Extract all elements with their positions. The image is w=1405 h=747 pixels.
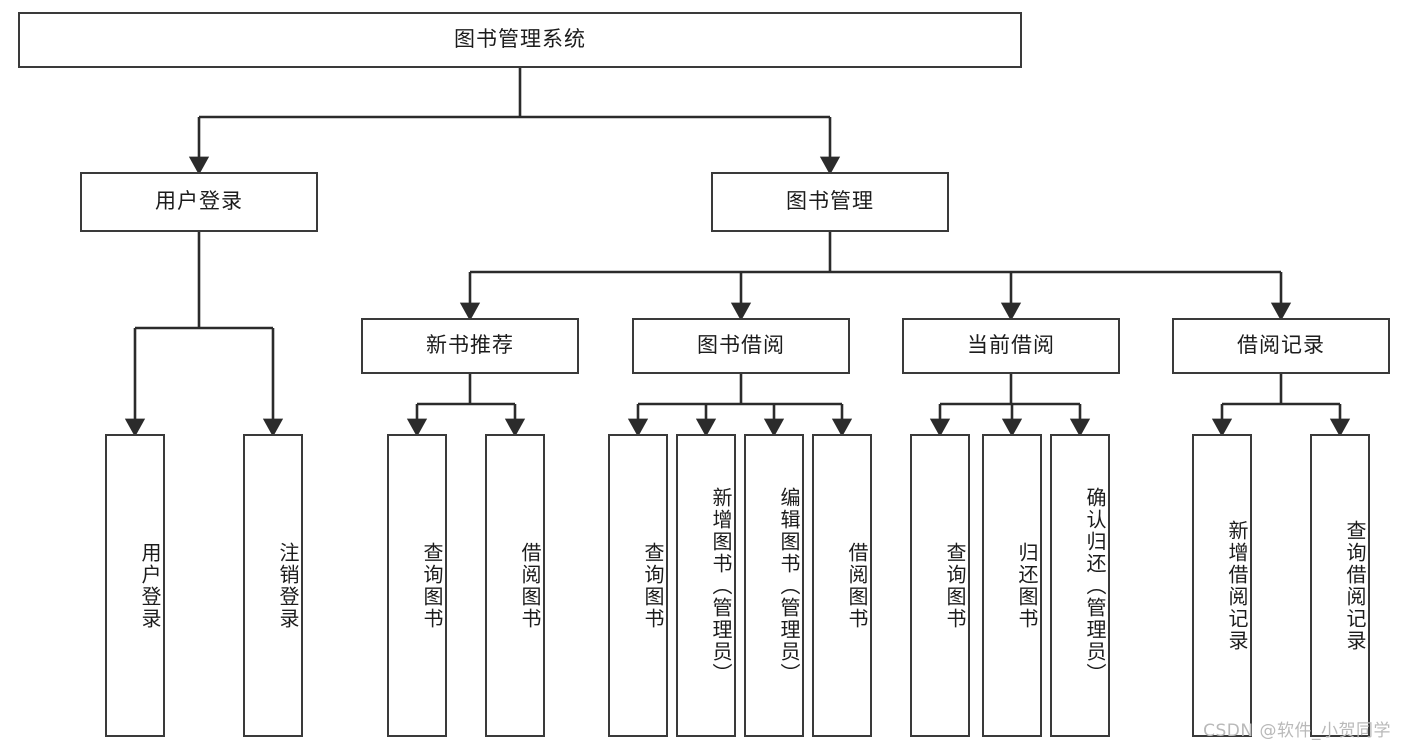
node-leaf-add-record[interactable]: 新增借阅记录 [1192,434,1252,737]
node-leaf-borrow-book-1[interactable]: 借阅图书 [485,434,545,737]
node-leaf-query-book-2[interactable]: 查询图书 [608,434,668,737]
node-leaf-user-login-label: 用户登录 [138,541,162,630]
node-leaf-add-book-label: 新增图书（管理员） [709,486,733,685]
node-leaf-query-book-1-label: 查询图书 [420,541,444,630]
node-leaf-add-record-label: 新增借阅记录 [1225,519,1249,652]
node-leaf-confirm-return-label: 确认归还（管理员） [1083,486,1107,685]
node-book-borrow[interactable]: 图书借阅 [632,318,850,374]
node-leaf-query-book-1[interactable]: 查询图书 [387,434,447,737]
node-book-manage[interactable]: 图书管理 [711,172,949,232]
node-current-borrow[interactable]: 当前借阅 [902,318,1120,374]
node-borrow-record-label: 借阅记录 [1237,333,1325,358]
node-new-book-recommend-label: 新书推荐 [426,333,514,358]
node-leaf-user-logout[interactable]: 注销登录 [243,434,303,737]
node-leaf-borrow-book-1-label: 借阅图书 [518,541,542,630]
node-leaf-user-logout-label: 注销登录 [276,541,300,630]
node-leaf-confirm-return[interactable]: 确认归还（管理员） [1050,434,1110,737]
node-user-login[interactable]: 用户登录 [80,172,318,232]
node-leaf-return-book-label: 归还图书 [1015,541,1039,630]
node-leaf-query-record-label: 查询借阅记录 [1343,519,1367,652]
node-root-label: 图书管理系统 [454,27,586,52]
node-leaf-query-book-3-label: 查询图书 [943,541,967,630]
node-leaf-query-record[interactable]: 查询借阅记录 [1310,434,1370,737]
node-leaf-borrow-book-2-label: 借阅图书 [845,541,869,630]
node-root[interactable]: 图书管理系统 [18,12,1022,68]
node-leaf-return-book[interactable]: 归还图书 [982,434,1042,737]
node-leaf-user-login[interactable]: 用户登录 [105,434,165,737]
node-leaf-edit-book-label: 编辑图书（管理员） [777,486,801,685]
node-book-manage-label: 图书管理 [786,189,874,214]
node-leaf-query-book-3[interactable]: 查询图书 [910,434,970,737]
node-current-borrow-label: 当前借阅 [967,333,1055,358]
node-leaf-borrow-book-2[interactable]: 借阅图书 [812,434,872,737]
node-new-book-recommend[interactable]: 新书推荐 [361,318,579,374]
node-borrow-record[interactable]: 借阅记录 [1172,318,1390,374]
node-leaf-edit-book[interactable]: 编辑图书（管理员） [744,434,804,737]
node-user-login-label: 用户登录 [155,189,243,214]
node-leaf-add-book[interactable]: 新增图书（管理员） [676,434,736,737]
node-book-borrow-label: 图书借阅 [697,333,785,358]
node-leaf-query-book-2-label: 查询图书 [641,541,665,630]
watermark: CSDN @软件_小贺同学 [1203,721,1391,741]
